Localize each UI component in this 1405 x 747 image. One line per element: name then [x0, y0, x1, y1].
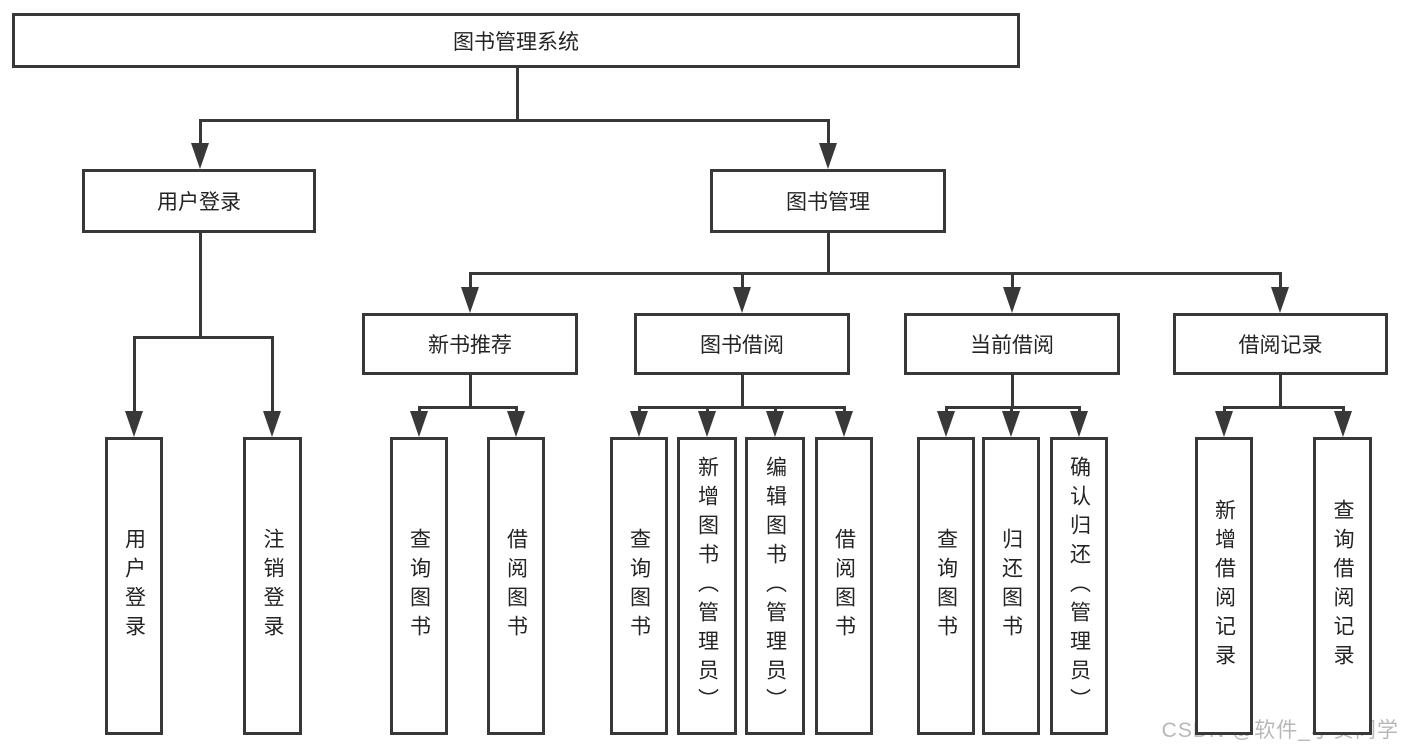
node-label-query-borrow-record: 查询借阅记录	[1331, 499, 1354, 673]
node-borrow-books-recommend: 借阅图书	[487, 437, 545, 735]
node-current-borrowing: 当前借阅	[904, 313, 1120, 375]
arrow-down-icon	[191, 143, 209, 169]
node-label-book-management: 图书管理	[786, 191, 870, 214]
arrow-down-icon	[1003, 287, 1021, 313]
node-label-query-books-recommend: 查询图书	[407, 528, 431, 644]
node-label-root: 图书管理系统	[453, 30, 579, 54]
connector-stem-from-book-management	[826, 233, 830, 275]
arrow-down-icon	[1334, 411, 1352, 437]
connector-drop-from-user-login-1	[270, 336, 274, 412]
arrow-down-icon	[461, 287, 479, 313]
connector-drop-from-current-borrowing-2	[1077, 406, 1081, 412]
node-label-user-login: 用户登录	[157, 191, 241, 214]
connector-branch-from-book-management	[468, 272, 1282, 275]
node-query-borrow-record: 查询借阅记录	[1313, 437, 1372, 735]
arrow-down-icon	[698, 411, 716, 437]
node-label-new-book-recommend: 新书推荐	[428, 334, 512, 357]
connector-branch-from-current-borrowing	[944, 406, 1081, 409]
node-label-add-borrow-record: 新增借阅记录	[1212, 499, 1236, 673]
connector-drop-from-current-borrowing-1	[1009, 406, 1013, 412]
node-label-logout-op: 注销登录	[261, 528, 284, 644]
node-label-borrow-books-op: 借阅图书	[832, 528, 856, 644]
connector-drop-from-root-0	[198, 119, 202, 144]
arrow-down-icon	[1070, 411, 1088, 437]
connector-drop-from-book-management-3	[1278, 272, 1282, 288]
node-label-borrowing-records: 借阅记录	[1238, 334, 1323, 357]
arrow-down-icon	[937, 411, 955, 437]
connector-stem-from-borrowing-records	[1278, 375, 1282, 409]
connector-drop-from-root-1	[826, 119, 830, 144]
node-label-query-books-current: 查询图书	[934, 528, 958, 644]
node-root: 图书管理系统	[12, 13, 1020, 68]
node-user-login: 用户登录	[82, 169, 316, 233]
connector-drop-from-borrowing-records-1	[1341, 406, 1345, 412]
node-new-book-recommend: 新书推荐	[362, 313, 578, 375]
arrow-down-icon	[1002, 411, 1020, 437]
connector-drop-from-new-book-recommend-0	[417, 406, 421, 412]
connector-stem-from-current-borrowing	[1010, 375, 1014, 409]
connector-stem-from-root	[515, 68, 519, 122]
arrow-down-icon	[263, 411, 281, 437]
connector-drop-from-book-borrowing-2	[773, 406, 777, 412]
arrow-down-icon	[1215, 411, 1233, 437]
connector-drop-from-current-borrowing-0	[944, 406, 948, 412]
connector-branch-from-new-book-recommend	[417, 406, 518, 409]
arrow-down-icon	[630, 411, 648, 437]
node-label-edit-books-admin: 编辑图书（管理员）	[763, 455, 787, 717]
node-query-books-recommend: 查询图书	[390, 437, 448, 735]
connector-branch-from-book-borrowing	[637, 406, 846, 409]
node-borrowing-records: 借阅记录	[1173, 313, 1388, 375]
connector-stem-from-book-borrowing	[740, 375, 744, 409]
node-logout-op: 注销登录	[243, 437, 302, 735]
arrow-down-icon	[733, 287, 751, 313]
node-label-borrow-books-recommend: 借阅图书	[504, 528, 528, 644]
connector-drop-from-book-management-1	[740, 272, 744, 288]
connector-drop-from-book-borrowing-0	[637, 406, 641, 412]
node-label-return-books: 归还图书	[999, 528, 1023, 644]
connector-drop-from-borrowing-records-0	[1222, 406, 1226, 412]
connector-drop-from-new-book-recommend-1	[514, 406, 518, 412]
node-query-books-borrow: 查询图书	[610, 437, 668, 735]
arrow-down-icon	[766, 411, 784, 437]
node-confirm-return-admin: 确认归还（管理员）	[1050, 437, 1108, 735]
connector-drop-from-book-management-2	[1010, 272, 1014, 288]
arrow-down-icon	[507, 411, 525, 437]
node-label-query-books-borrow: 查询图书	[627, 528, 651, 644]
node-add-books-admin: 新增图书（管理员）	[677, 437, 737, 735]
node-add-borrow-record: 新增借阅记录	[1195, 437, 1253, 735]
node-label-current-borrowing: 当前借阅	[970, 334, 1054, 357]
arrow-down-icon	[1271, 287, 1289, 313]
connector-drop-from-user-login-0	[132, 336, 136, 412]
connector-stem-from-new-book-recommend	[468, 375, 472, 409]
node-label-confirm-return-admin: 确认归还（管理员）	[1067, 455, 1091, 717]
node-edit-books-admin: 编辑图书（管理员）	[745, 437, 805, 735]
node-label-user-login-op: 用户登录	[122, 528, 146, 644]
connector-branch-from-root	[198, 119, 830, 122]
connector-stem-from-user-login	[198, 233, 202, 339]
node-query-books-current: 查询图书	[917, 437, 975, 735]
connector-drop-from-book-borrowing-1	[705, 406, 709, 412]
connector-drop-from-book-borrowing-3	[842, 406, 846, 412]
arrow-down-icon	[819, 143, 837, 169]
node-user-login-op: 用户登录	[105, 437, 163, 735]
arrow-down-icon	[835, 411, 853, 437]
arrow-down-icon	[410, 411, 428, 437]
connector-drop-from-book-management-0	[468, 272, 472, 288]
node-label-add-books-admin: 新增图书（管理员）	[695, 455, 719, 717]
node-return-books: 归还图书	[982, 437, 1040, 735]
node-book-management: 图书管理	[710, 169, 946, 233]
arrow-down-icon	[125, 411, 143, 437]
node-book-borrowing: 图书借阅	[634, 313, 850, 375]
connector-branch-from-borrowing-records	[1222, 406, 1345, 409]
node-borrow-books-op: 借阅图书	[815, 437, 873, 735]
node-label-book-borrowing: 图书借阅	[700, 334, 784, 357]
connector-branch-from-user-login	[132, 336, 274, 339]
